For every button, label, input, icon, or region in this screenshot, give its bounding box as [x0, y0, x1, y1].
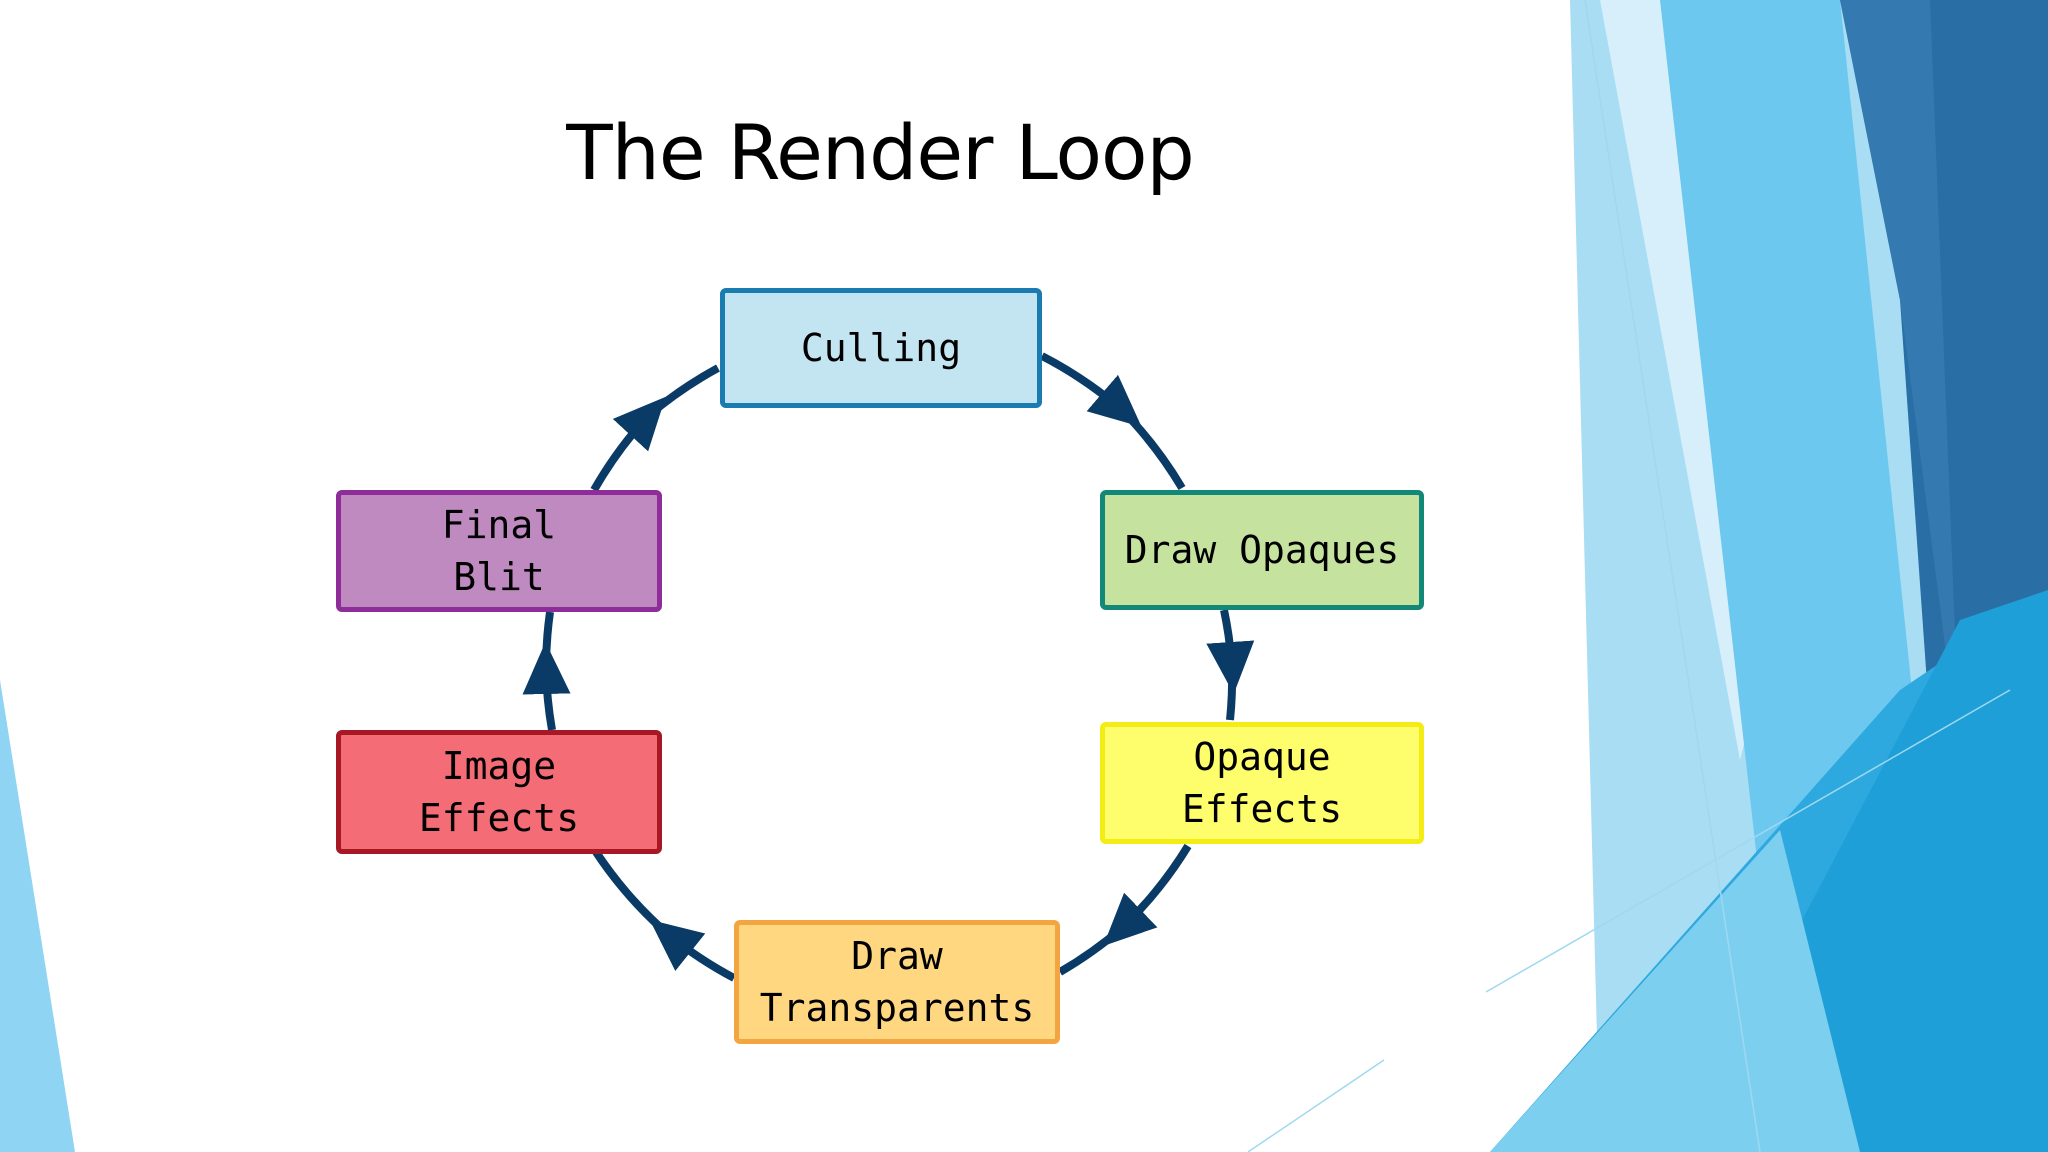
- node-culling: Culling: [720, 288, 1042, 408]
- arrow-draw-transparents-to-image-effects: [649, 919, 736, 982]
- node-draw-transparents-line-1: Draw: [851, 934, 943, 978]
- node-final-blit: Final Blit: [336, 490, 662, 612]
- arrow-draw-opaques-to-opaque-effects: [1206, 609, 1255, 694]
- arrow-culling-to-draw-opaques: [1040, 352, 1142, 427]
- arrow-draw-transparents-to-image-effects-tail: [592, 849, 673, 940]
- node-image-effects-line-2: Effects: [418, 796, 580, 840]
- node-opaque-effects-line-1: Opaque: [1193, 735, 1331, 779]
- right-accent-shape-steel: [1840, 0, 1960, 760]
- node-image-effects: Image Effects: [336, 730, 662, 854]
- node-culling-line-1: Culling: [800, 326, 962, 370]
- arrow-final-blit-to-culling-tail: [645, 364, 720, 420]
- node-final-blit-line-2: Blit: [453, 555, 545, 599]
- decor-line-1: [1584, 0, 1761, 1152]
- node-draw-transparents-line-2: Transparents: [759, 986, 1035, 1030]
- node-draw-opaques-line-1: Draw Opaques: [1124, 528, 1400, 572]
- arrow-image-effects-to-final-blit-tail: [542, 611, 554, 669]
- right-accent-shape-soft: [1490, 830, 1860, 1152]
- node-opaque-effects-line-2: Effects: [1181, 787, 1343, 831]
- decor-line-2: [1485, 689, 2011, 993]
- slide-title: The Render Loop: [566, 108, 1194, 197]
- decor-line-3: [1247, 1059, 1385, 1152]
- arrow-opaque-effects-to-draw-transparents: [1103, 843, 1192, 946]
- node-image-effects-line-1: Image: [441, 744, 557, 788]
- arrow-final-blit-to-culling: [590, 396, 666, 492]
- arrow-opaque-effects-to-draw-transparents-tail: [1057, 924, 1125, 976]
- node-final-blit-line-1: Final: [441, 503, 557, 547]
- node-draw-transparents: Draw Transparents: [734, 920, 1060, 1044]
- arrow-culling-to-draw-opaques-tail: [1119, 407, 1186, 491]
- arrow-image-effects-to-final-blit: [522, 642, 571, 731]
- node-draw-opaques: Draw Opaques: [1100, 490, 1424, 610]
- left-accent-shape: [0, 680, 75, 1152]
- arrow-draw-opaques-to-opaque-effects-tail: [1226, 667, 1237, 721]
- node-opaque-effects: Opaque Effects: [1100, 722, 1424, 844]
